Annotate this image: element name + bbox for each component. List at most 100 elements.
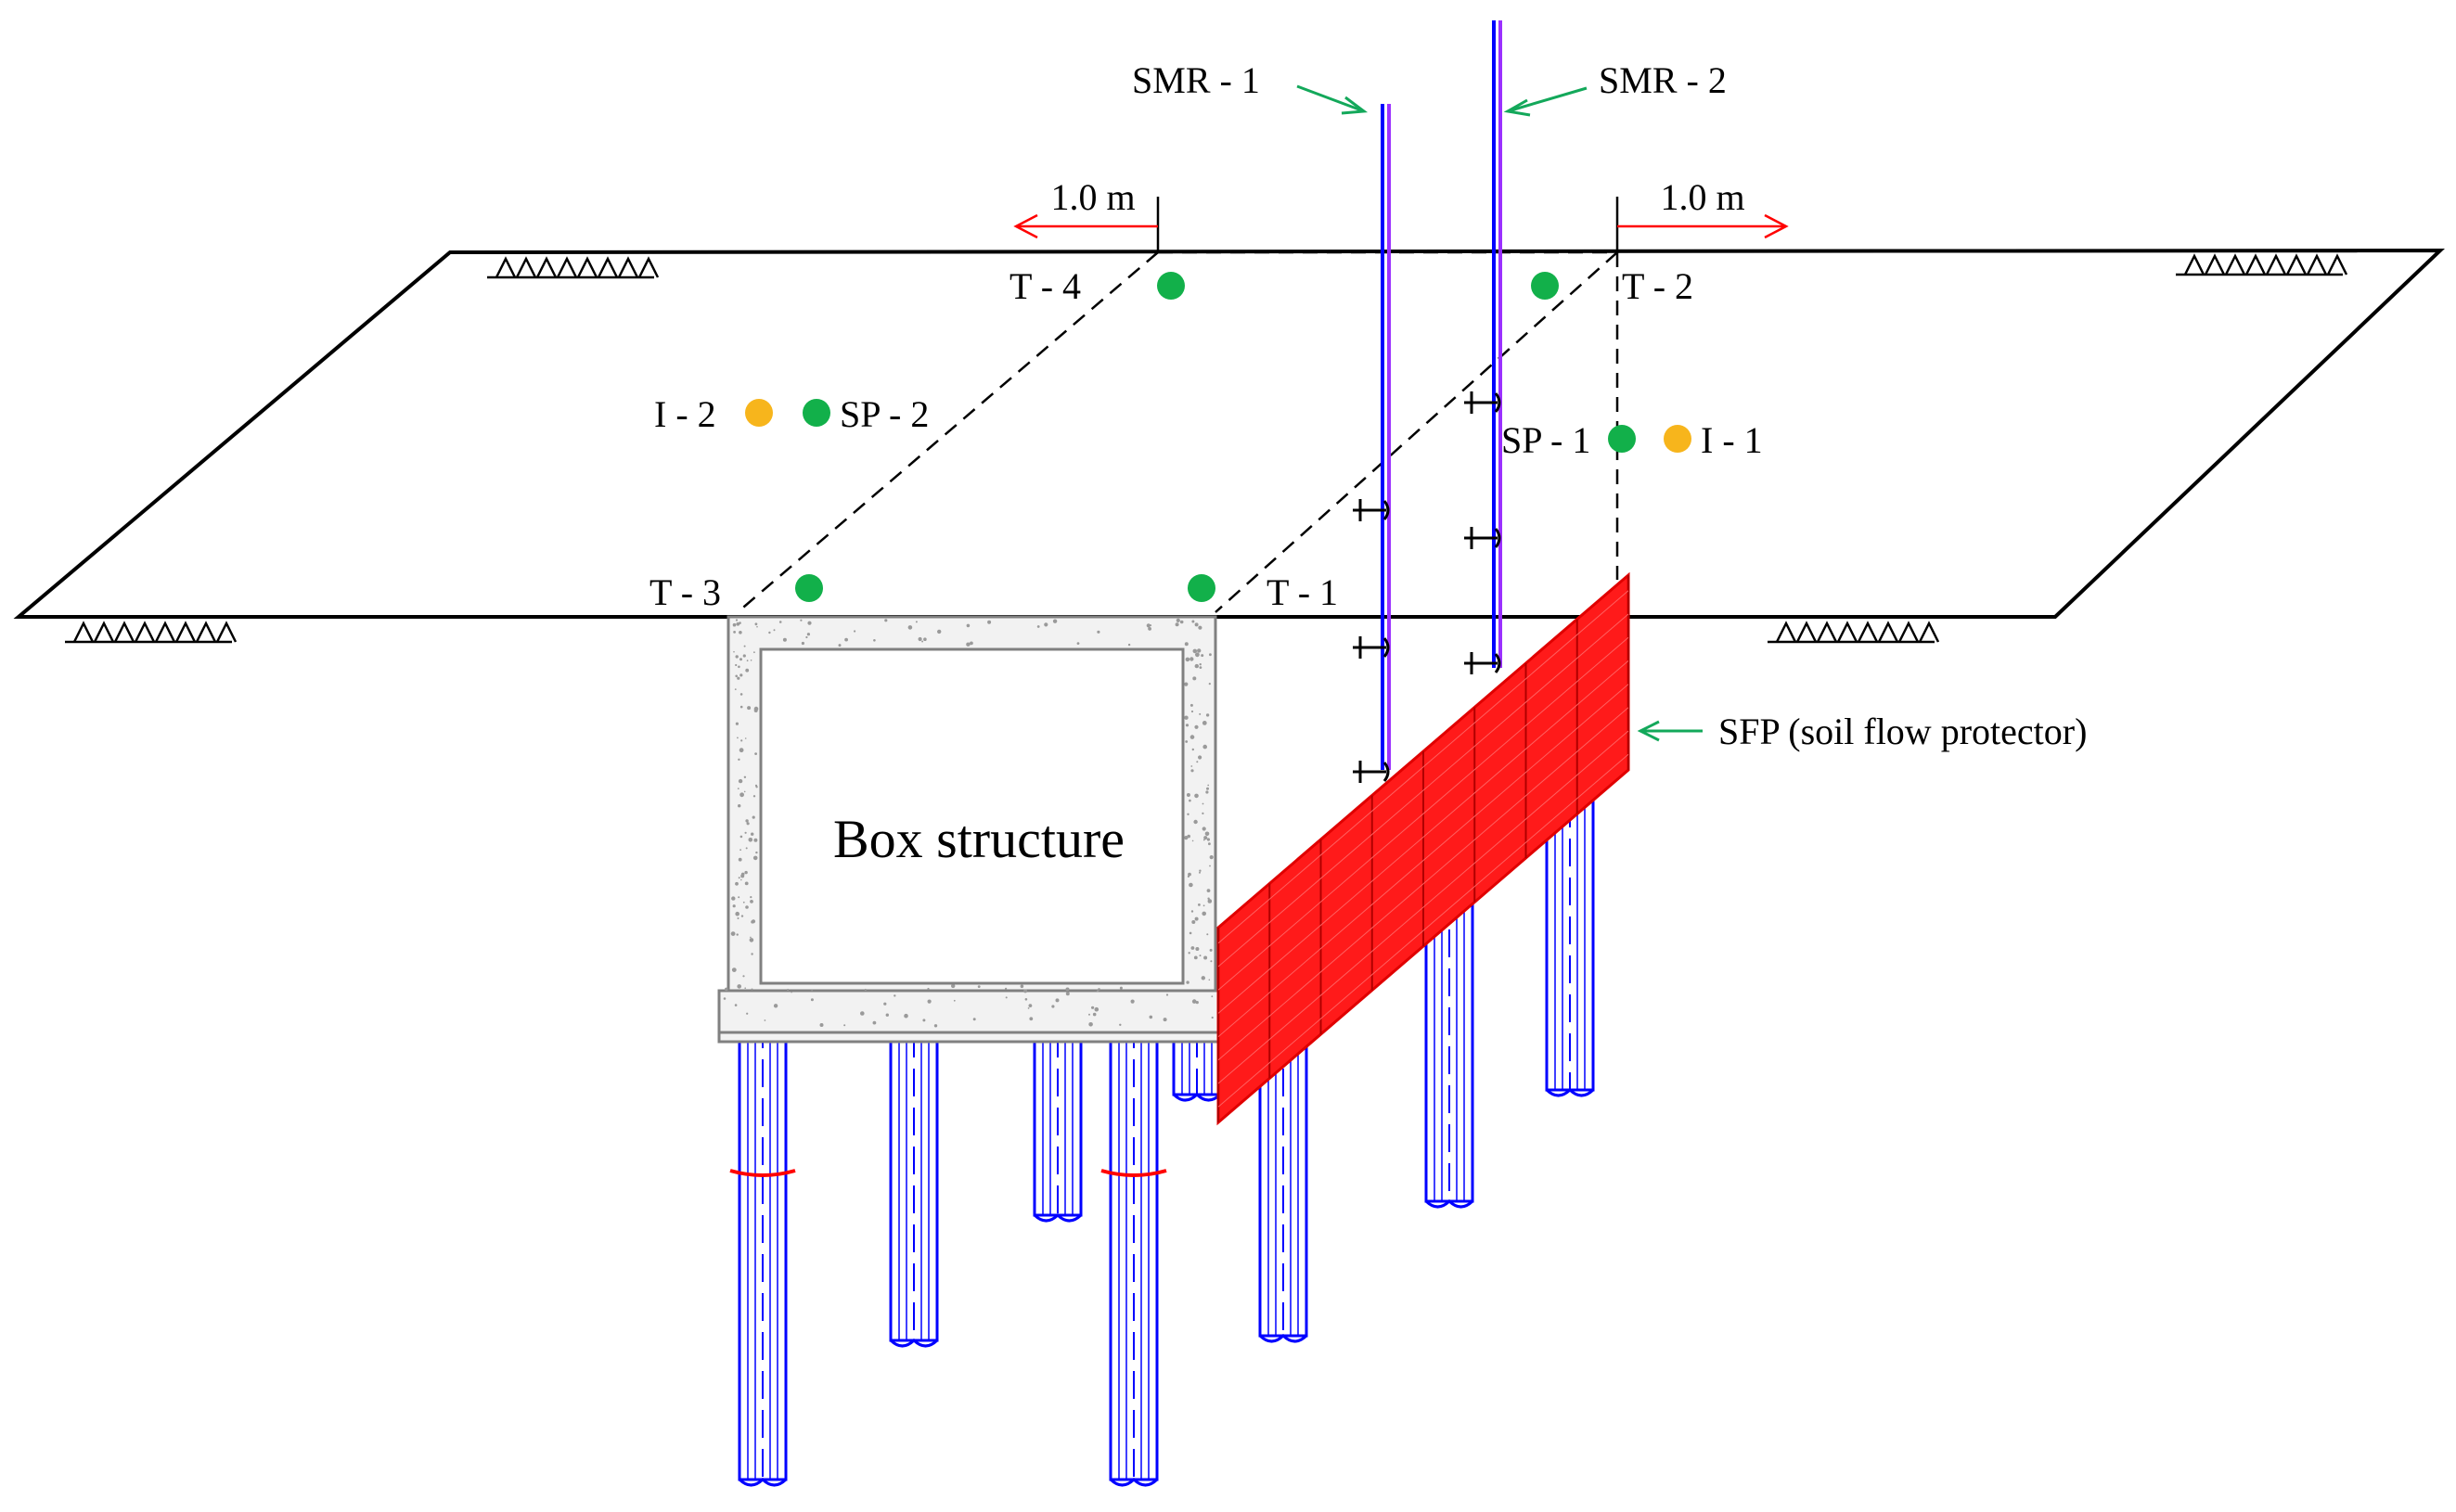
speckle	[751, 832, 754, 836]
speckle	[756, 625, 758, 628]
speckle	[927, 987, 930, 991]
speckle	[744, 831, 747, 834]
speckle	[1150, 624, 1152, 627]
hatch-mark	[2306, 253, 2328, 275]
speckle	[933, 1024, 938, 1028]
sensor-i1	[1664, 425, 1691, 453]
label-sp1: SP - 1	[1501, 419, 1590, 461]
speckle	[1188, 872, 1191, 877]
speckle	[1197, 648, 1202, 653]
speckle	[1028, 1004, 1033, 1007]
speckle	[1211, 1016, 1214, 1019]
speckle	[1146, 623, 1151, 628]
hatch-mark	[72, 621, 95, 643]
speckle	[1207, 899, 1213, 903]
speckle	[723, 997, 727, 1000]
speckle	[1205, 790, 1209, 794]
anchor-hook	[1494, 392, 1501, 413]
speckle	[740, 915, 744, 917]
speckle	[864, 988, 867, 992]
speckle	[1199, 712, 1202, 715]
speckle	[951, 983, 956, 989]
speckle	[843, 1024, 846, 1027]
speckle	[1193, 955, 1198, 960]
speckle	[1187, 875, 1189, 878]
speckle	[750, 660, 752, 661]
speckle	[1195, 1001, 1199, 1005]
label-i1: I - 1	[1701, 419, 1763, 461]
speckle	[739, 705, 743, 709]
speckle	[752, 855, 758, 861]
speckle	[1209, 865, 1211, 867]
speckle	[1194, 663, 1200, 669]
speckle	[732, 622, 737, 627]
speckle	[907, 625, 913, 630]
speckle	[953, 999, 956, 1002]
speckle	[1192, 676, 1197, 681]
speckle	[883, 1002, 887, 1006]
speckle	[1209, 653, 1212, 657]
sfp-horizontal-line	[1217, 590, 1629, 944]
ground-surface	[13, 248, 2446, 619]
anchor-hook	[1382, 762, 1390, 782]
speckle	[735, 663, 738, 667]
speckle	[1189, 703, 1193, 707]
anchor-5	[1464, 527, 1501, 549]
speckle	[743, 775, 747, 778]
speckle	[1202, 911, 1206, 916]
dim-left-arrowhead	[1013, 213, 1038, 239]
speckle	[1119, 986, 1123, 990]
speckle	[740, 739, 743, 742]
speckle	[1206, 787, 1209, 790]
hatch-mark	[2326, 253, 2348, 275]
sfp-texture	[1217, 575, 1629, 1122]
speckle	[894, 994, 896, 997]
speckle	[1191, 620, 1195, 623]
speckle	[872, 1020, 877, 1025]
speckle	[744, 737, 747, 739]
speckle	[1185, 740, 1189, 743]
speckle	[1051, 1005, 1055, 1008]
speckle	[1097, 630, 1100, 634]
speckle	[805, 635, 808, 639]
sensor-sp2	[803, 399, 830, 427]
speckle	[1199, 871, 1201, 874]
speckle	[1202, 826, 1206, 831]
hatch-mark	[113, 621, 135, 643]
speckle	[736, 933, 739, 936]
speckle	[754, 622, 758, 626]
hatch-mark	[597, 256, 619, 278]
speckle	[737, 788, 739, 789]
hatch-group-2	[2176, 253, 2348, 276]
speckle	[725, 987, 728, 992]
anchor-4	[1464, 391, 1501, 414]
speckle	[733, 650, 735, 653]
hatch-mark	[93, 621, 115, 643]
smr2-pointer	[1507, 86, 1588, 113]
speckle	[744, 987, 746, 989]
speckle	[773, 1004, 778, 1008]
rod-anchors	[1353, 391, 1501, 783]
speckle	[1098, 988, 1100, 991]
dim-right-arrowhead	[1764, 213, 1789, 239]
speckle	[873, 639, 876, 642]
speckle	[737, 676, 740, 680]
dimension-right: 1.0 m	[1615, 176, 1789, 252]
speckle	[921, 640, 924, 643]
speckle	[1202, 839, 1205, 841]
speckle	[1189, 735, 1195, 739]
speckle	[1189, 799, 1191, 802]
speckle	[1202, 721, 1207, 725]
speckle	[854, 630, 856, 633]
speckle	[732, 904, 736, 908]
hatch-mark	[2265, 253, 2287, 275]
speckle	[738, 877, 740, 879]
speckle	[1192, 648, 1198, 654]
smr-rods	[1353, 20, 1502, 783]
hatch-mark	[2285, 253, 2308, 275]
hatch-mark	[617, 256, 639, 278]
speckle	[1189, 882, 1193, 888]
speckle	[1193, 819, 1198, 825]
